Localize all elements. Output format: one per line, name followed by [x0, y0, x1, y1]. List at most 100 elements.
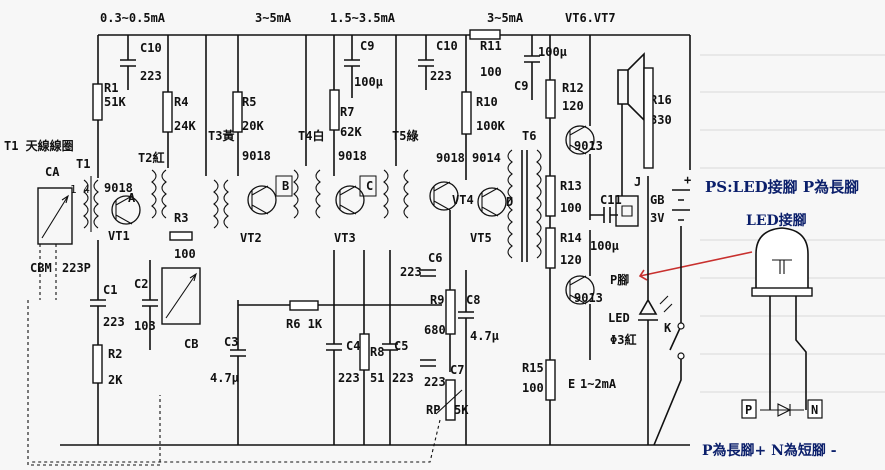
- diode-mini-symbol: [760, 403, 804, 417]
- r13-value: 100: [560, 201, 582, 215]
- c9-label: C9: [360, 39, 374, 53]
- c3-value: 4.7μ: [210, 371, 239, 385]
- current-label-3: 1.5~3.5mA: [330, 11, 396, 25]
- vt7-transistor: [565, 275, 595, 305]
- vt3-symbol: [339, 185, 357, 215]
- t3-coil: [213, 179, 219, 229]
- c2-value: 103: [134, 319, 156, 333]
- led-symbol: [638, 176, 658, 445]
- t2-coil: [151, 169, 157, 219]
- r5-value: 20K: [242, 119, 264, 133]
- current-label-4: 3~5mA: [487, 11, 524, 25]
- gb-value: 3V: [650, 211, 664, 225]
- vt4-type: 9018: [436, 151, 465, 165]
- c5-label: C5: [394, 339, 408, 353]
- r12-label: R12: [562, 81, 584, 95]
- r12-resistor: [545, 79, 556, 119]
- jack-socket: [621, 205, 633, 217]
- t2-coil-2: [161, 169, 167, 219]
- r15-resistor: [545, 359, 556, 401]
- t5-coil: [383, 169, 389, 219]
- t6-primary: [507, 149, 513, 259]
- pin-n-label: N: [811, 403, 818, 417]
- tuning-cap-ca: [37, 187, 73, 245]
- c8-value: 4.7μ: [470, 329, 499, 343]
- led-label: LED: [608, 311, 630, 325]
- r1-value: 51K: [104, 95, 126, 109]
- t5-label: T5綠: [392, 128, 419, 143]
- vt6-symbol: [569, 125, 587, 155]
- c9b-label: C9: [514, 79, 528, 93]
- r2-resistor: [92, 344, 103, 384]
- c4-value: 223: [338, 371, 360, 385]
- r3-resistor: [169, 231, 193, 241]
- switch-contact-2: [677, 352, 685, 360]
- r9-resistor: [445, 289, 456, 335]
- r4-value: 24K: [174, 119, 196, 133]
- vt5-symbol: [481, 187, 499, 217]
- gang-dashed-line: [27, 300, 161, 466]
- vt4-label: VT4: [452, 193, 474, 207]
- r8-value: 51: [370, 371, 384, 385]
- battery-symbol: [672, 189, 690, 310]
- vt1-transistor: [111, 195, 141, 225]
- earphone-jack: [615, 195, 639, 227]
- t5-coil-2: [403, 169, 409, 219]
- point-c: C: [366, 179, 373, 193]
- c10-label: C10: [140, 41, 162, 55]
- pin-p-label: P: [745, 403, 752, 417]
- c9b-value: 100μ: [538, 45, 567, 59]
- r9-value: 680: [424, 323, 446, 337]
- c4-label: C4: [346, 339, 360, 353]
- vt1-label: VT1: [108, 229, 130, 243]
- current-label-5: VT6.VT7: [565, 11, 616, 25]
- r12-value: 120: [562, 99, 584, 113]
- vt2-type: 9018: [242, 149, 271, 163]
- c6-label: C6: [428, 251, 442, 265]
- cbm-label: CBM: [30, 261, 52, 275]
- r14-label: R14: [560, 231, 582, 245]
- r7-label: R7: [340, 105, 354, 119]
- vt7-type: 9013: [574, 291, 603, 305]
- led-value: Φ3紅: [610, 332, 636, 347]
- c6-capacitor: [420, 269, 436, 277]
- rp-arrow: [435, 389, 463, 415]
- gb-label: GB: [650, 193, 664, 207]
- r11-value: 100: [480, 65, 502, 79]
- rp-dashed-link: [30, 419, 441, 463]
- c10b-label: C10: [436, 39, 458, 53]
- r5-label: R5: [242, 95, 256, 109]
- vt5-transistor: [477, 187, 507, 217]
- r1-resistor: [92, 83, 103, 121]
- t1-label: T1: [76, 157, 90, 171]
- pin-n-box: [807, 399, 823, 419]
- jack-label: J: [634, 175, 641, 189]
- r6-resistor: [289, 300, 319, 311]
- led-pin-title: LED接腳: [746, 213, 807, 229]
- c3-label: C3: [224, 335, 238, 349]
- r10-value: 100K: [476, 119, 506, 133]
- r2-value: 2K: [108, 373, 123, 387]
- c2-label: C2: [134, 277, 148, 291]
- e-current: 1~2mA: [580, 377, 617, 391]
- c10-capacitor: [120, 35, 136, 90]
- pin-explanation: P為長腳+ N為短腳 -: [702, 443, 837, 459]
- t4-coil-2: [315, 169, 321, 219]
- c1-value: 223: [103, 315, 125, 329]
- vt7-symbol: [569, 275, 587, 305]
- t1-coil-primary: [83, 179, 89, 229]
- r13-resistor: [545, 175, 556, 217]
- led-legs: [769, 296, 807, 410]
- c4-capacitor: [326, 250, 342, 445]
- c5-value: 223: [392, 371, 414, 385]
- r11-label: R11: [480, 39, 502, 53]
- c10b-capacitor: [418, 35, 434, 90]
- t2-label: T2紅: [138, 150, 164, 165]
- vt5-type: 9014: [472, 151, 501, 165]
- r9-label: R9: [430, 293, 444, 307]
- c5-capacitor: [382, 250, 398, 445]
- r1-label: R1: [104, 81, 118, 95]
- vt2-transistor: [247, 185, 277, 215]
- r8-resistor: [359, 333, 370, 371]
